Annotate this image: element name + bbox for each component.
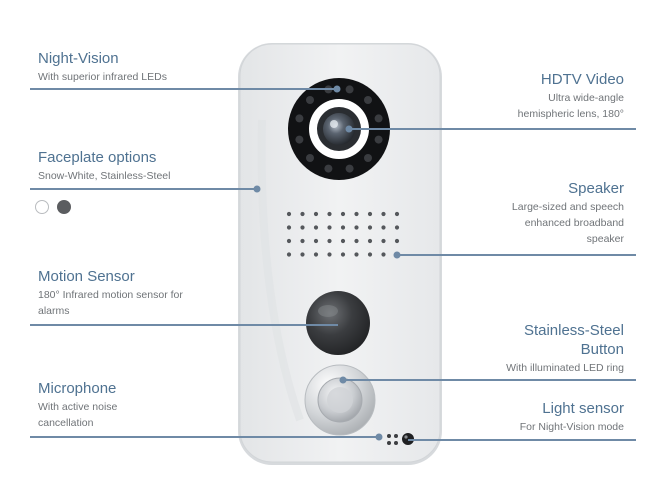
- callout-faceplate-options: Faceplate options Snow-White, Stainless-…: [38, 149, 170, 184]
- callout-microphone: Microphone With active noise cancellatio…: [38, 380, 117, 431]
- speaker-hole: [381, 238, 386, 244]
- speaker-hole: [327, 225, 332, 230]
- speaker-hole: [327, 211, 332, 217]
- speaker-hole: [354, 225, 359, 230]
- infrared-led: [345, 85, 354, 94]
- camera-module: [288, 78, 390, 180]
- infrared-led: [324, 164, 333, 173]
- swatch-snow-white[interactable]: [35, 200, 49, 214]
- infrared-led: [306, 96, 314, 104]
- leader-line-endpoints: [253, 85, 401, 441]
- speaker-hole: [367, 238, 373, 244]
- infrared-led-ring: [295, 85, 383, 173]
- infrared-led: [345, 164, 354, 173]
- speaker-hole: [286, 252, 292, 257]
- speaker-hole: [313, 238, 319, 244]
- callout-speaker: Speaker Large-sized and speech enhanced …: [512, 180, 624, 248]
- callout-title: HDTV Video: [540, 71, 624, 88]
- callout-subtitle: For Night-Vision mode: [519, 420, 624, 433]
- speaker-hole: [300, 225, 305, 230]
- speaker-hole: [394, 225, 400, 230]
- doorbell-device: [238, 43, 442, 465]
- speaker-hole: [381, 211, 386, 217]
- speaker-hole: [313, 211, 319, 217]
- speaker-hole: [340, 252, 346, 257]
- callout-subtitle-line: With active noise: [38, 400, 118, 413]
- speaker-hole: [381, 252, 386, 257]
- speaker-hole: [286, 238, 292, 244]
- callout-stainless-steel-button: Stainless-Steel Button With illuminated …: [506, 322, 624, 376]
- speaker-hole: [367, 225, 373, 230]
- speaker-hole: [286, 225, 292, 230]
- motion-sensor: [306, 291, 370, 355]
- callout-title-line: Button: [580, 340, 624, 358]
- callout-subtitle-line: enhanced broadband: [524, 217, 624, 230]
- speaker-hole: [354, 211, 359, 217]
- microphone-holes: [387, 434, 398, 445]
- infrared-led: [364, 154, 372, 162]
- speaker-hole: [354, 238, 359, 244]
- callout-light-sensor: Light sensor For Night-Vision mode: [520, 400, 624, 435]
- callout-subtitle-line: alarms: [38, 305, 70, 318]
- callout-title: Microphone: [38, 380, 117, 397]
- infrared-led: [295, 135, 304, 144]
- speaker-hole: [394, 211, 400, 217]
- callout-subtitle-line: Ultra wide-angle: [548, 91, 624, 104]
- callout-hdtv-video: HDTV Video Ultra wide-angle hemispheric …: [518, 71, 624, 122]
- speaker-hole: [367, 211, 373, 217]
- callout-subtitle-line: 180° Infrared motion sensor for: [38, 288, 183, 301]
- speaker-hole: [394, 238, 400, 244]
- callout-title-line: Stainless-Steel: [523, 322, 624, 339]
- speaker-hole: [286, 211, 292, 217]
- callout-title: Faceplate options: [38, 149, 157, 166]
- callout-subtitle-line: Large-sized and speech: [511, 200, 624, 213]
- speaker-hole: [340, 211, 346, 217]
- callout-motion-sensor: Motion Sensor 180° Infrared motion senso…: [38, 268, 183, 319]
- leader-lines: [30, 88, 636, 441]
- stainless-steel-button: [304, 364, 376, 436]
- speaker-hole: [367, 252, 373, 257]
- callout-title: Motion Sensor: [38, 268, 135, 285]
- speaker-hole: [300, 252, 305, 257]
- speaker-hole: [313, 252, 319, 257]
- speaker-hole: [300, 211, 305, 217]
- speaker-grille: [286, 211, 400, 257]
- callout-subtitle-line: speaker: [586, 233, 624, 246]
- speaker-hole: [327, 238, 332, 244]
- speaker-hole: [340, 238, 346, 244]
- speaker-hole: [381, 225, 386, 230]
- callout-subtitle: Snow-White, Stainless-Steel: [38, 169, 171, 182]
- speaker-hole: [327, 252, 332, 257]
- callout-subtitle: With illuminated LED ring: [506, 361, 624, 374]
- callout-title: Night-Vision: [38, 50, 119, 67]
- callout-subtitle: With superior infrared LEDs: [38, 70, 167, 83]
- callout-title: Speaker: [568, 180, 624, 197]
- callout-title: Light sensor: [542, 400, 624, 417]
- faceplate-swatches: [35, 200, 71, 214]
- callout-subtitle-line: cancellation: [38, 417, 94, 430]
- infrared-led: [364, 96, 372, 104]
- infrared-led: [374, 135, 383, 144]
- callout-night-vision: Night-Vision With superior infrared LEDs: [38, 50, 167, 85]
- speaker-hole: [313, 225, 319, 230]
- infrared-led: [374, 114, 383, 123]
- speaker-hole: [354, 252, 359, 257]
- speaker-hole: [300, 238, 305, 244]
- infrared-led: [295, 114, 304, 123]
- infrared-led: [306, 154, 314, 162]
- speaker-hole: [340, 225, 346, 230]
- callout-subtitle-line: hemispheric lens, 180°: [517, 108, 624, 121]
- swatch-stainless-steel[interactable]: [57, 200, 71, 214]
